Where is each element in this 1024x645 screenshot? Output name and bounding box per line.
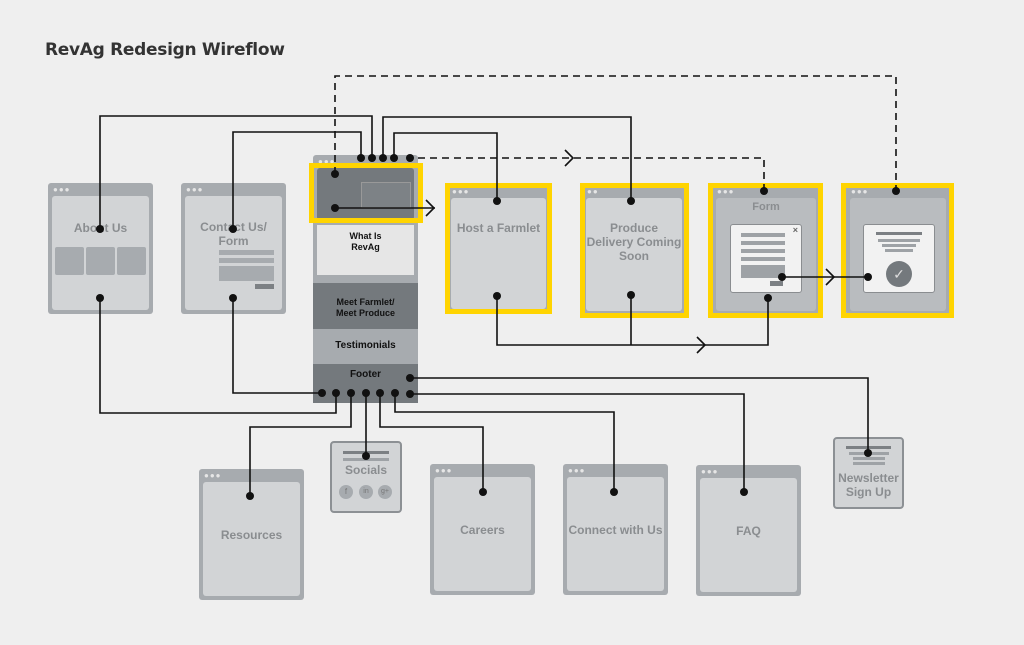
form-label: Form	[752, 201, 780, 213]
faq-label: FAQ	[736, 524, 761, 538]
team-avatar-icon	[55, 247, 84, 275]
host-label: Host a Farmlet	[456, 221, 541, 235]
form-modal[interactable]: ×	[730, 224, 802, 293]
connect-label: Connect with Us	[568, 523, 663, 537]
newsletter-card[interactable]: Newsletter Sign Up	[833, 437, 904, 509]
produce-label: Produce Delivery Coming Soon	[586, 221, 682, 263]
team-avatar-icon	[86, 247, 115, 275]
careers-label: Careers	[460, 523, 505, 537]
window-dots-icon: ●●●	[318, 157, 336, 166]
connect-page[interactable]: ●●● Connect with Us	[563, 464, 668, 595]
wire-footer-about	[99, 298, 337, 414]
faq-page[interactable]: ●●● FAQ	[696, 465, 801, 596]
about-us-page[interactable]: ●●● About Us	[48, 183, 153, 314]
socials-card[interactable]: Socials f in g+	[330, 441, 402, 513]
team-avatar-icon	[117, 247, 146, 275]
form-page[interactable]: ●●● Form ×	[712, 185, 820, 315]
confirmation-modal: ✓	[863, 224, 935, 293]
resources-page[interactable]: ●●● Resources	[199, 469, 304, 600]
host-farmlet-page[interactable]: ●●● Host a Farmlet	[447, 185, 550, 313]
meet-section[interactable]: Meet Farmlet/ Meet Produce	[313, 283, 418, 329]
window-dots-icon: ●●●	[186, 185, 204, 194]
home-page[interactable]: ●●● What Is RevAg Meet Farmlet/ Meet Pro…	[313, 155, 418, 403]
submit-button[interactable]	[770, 281, 783, 286]
google-plus-icon[interactable]: g+	[378, 485, 392, 499]
diagram-title: RevAg Redesign Wireflow	[45, 40, 285, 60]
arrow-head	[425, 199, 436, 217]
dashed-wire-confirm	[334, 75, 897, 191]
produce-delivery-page[interactable]: ●● Produce Delivery Coming Soon	[582, 185, 686, 315]
hero-section[interactable]	[317, 168, 414, 220]
close-icon[interactable]: ×	[792, 225, 798, 235]
confirmation-page[interactable]: ●●● ✓	[846, 185, 950, 315]
facebook-icon[interactable]: f	[339, 485, 353, 499]
contact-page[interactable]: ●●● Contact Us/ Form	[181, 183, 286, 314]
checkmark-icon: ✓	[886, 261, 912, 287]
contact-label: Contact Us/ Form	[200, 220, 267, 248]
socials-label: Socials	[344, 463, 388, 477]
window-dots-icon: ●●●	[53, 185, 71, 194]
careers-page[interactable]: ●●● Careers	[430, 464, 535, 595]
wire-footer-newsletter	[410, 377, 869, 453]
about-us-label: About Us	[73, 221, 128, 235]
newsletter-label: Newsletter Sign Up	[838, 471, 899, 499]
linkedin-icon[interactable]: in	[359, 485, 373, 499]
footer-section[interactable]: Footer	[313, 364, 418, 403]
resources-label: Resources	[220, 528, 283, 542]
testimonials-section[interactable]: Testimonials	[313, 329, 418, 364]
what-is-section[interactable]: What Is RevAg	[317, 225, 414, 275]
